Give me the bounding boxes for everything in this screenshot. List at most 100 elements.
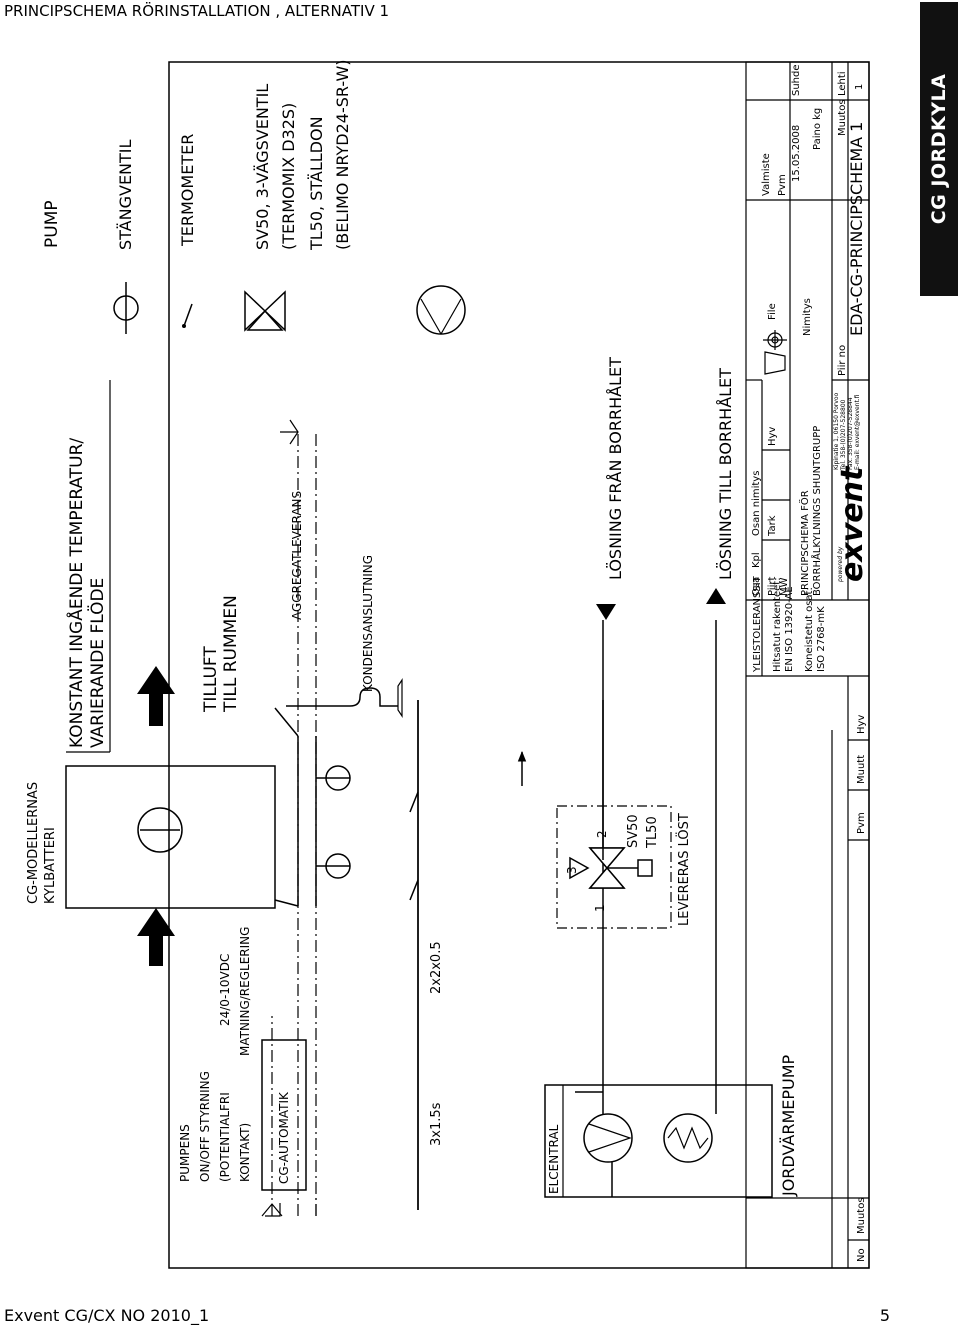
- heatpump-pump-icon: [583, 1113, 633, 1163]
- tb-paino-label: Paino kg: [812, 108, 823, 150]
- loose-delivery-label: LEVERERAS LÖST: [675, 813, 692, 926]
- page-number: 5: [879, 1306, 890, 1325]
- pump-control-label-1: PUMPENS: [178, 1124, 192, 1182]
- constant-temp-label-1: KONSTANT INGÅENDE TEMPERATUR/: [65, 438, 87, 748]
- title-block-grid: [745, 61, 870, 1269]
- tb-sheet-number: 1: [854, 84, 865, 90]
- tb-valmiste-label: Valmiste: [761, 153, 772, 196]
- valve-body-bottom: [588, 847, 626, 870]
- footer-document-id: Exvent CG/CX NO 2010_1: [4, 1306, 210, 1325]
- valve-body-top: [588, 866, 626, 889]
- actuator-tag-label: TL50: [645, 816, 660, 849]
- aggregate-label: AGGREGATLEVERANS: [290, 491, 304, 620]
- airflow-arrow-right: [137, 666, 175, 726]
- tb-name-1: PRINCIPSCHEMA FÖR: [798, 490, 811, 596]
- airflow-arrow-left: [137, 908, 175, 966]
- company-logo: exvent: [835, 465, 870, 582]
- condensate-trap: [286, 687, 398, 707]
- loose-delivery-box: [556, 805, 672, 929]
- projection-symbol-icon: [763, 330, 787, 375]
- actuator-box: [637, 859, 653, 877]
- tb-pvm-label: Pvm: [856, 812, 867, 834]
- tb-osan-nimitys-label: Osan nimitys: [751, 471, 762, 536]
- legend-valve-label-1: SV50, 3-VÄGSVENTIL: [253, 84, 272, 250]
- tb-muutt-label: Muutt: [856, 755, 867, 784]
- valve-tag-label: SV50: [626, 814, 641, 848]
- pump-control-label-2: ON/OFF STYRNING: [198, 1071, 212, 1182]
- coil-fan-icon: [137, 807, 183, 853]
- pump-legend-icon: [416, 285, 466, 335]
- tb-addr-4: E-mail: exvent@exvent.fi: [854, 394, 861, 470]
- tb-muutos2-label: Muutos: [837, 99, 848, 136]
- tb-lehti-label: Lehti: [837, 71, 848, 96]
- thermometer-icon-1: [409, 879, 419, 901]
- legend-valve-label-2: (TERMOMIX D32S): [279, 103, 298, 250]
- cg-automation-label: CG-AUTOMATIK: [277, 1091, 291, 1184]
- tb-tol-std-1: Hitsatut rakenteet:: [772, 577, 783, 672]
- tb-tolerance-label: YLEISTOLERANSSIT: [752, 575, 763, 673]
- tb-addr-3: Fax. 358-(0)207-528844: [847, 397, 854, 470]
- cg-automation-box: [261, 1039, 307, 1191]
- brand-box: [920, 2, 958, 296]
- supply-air-label-1: TILLUFT: [201, 646, 221, 713]
- tb-osa-label: Osa: [751, 577, 762, 596]
- thermometer-icon-2: [409, 791, 419, 813]
- heatpump-box: [544, 1084, 773, 1198]
- tb-hyv2-label: Hyv: [767, 427, 778, 446]
- port-2-label: 2: [595, 830, 609, 838]
- to-borehole-label: LÖSNING TILL BORRHÅLET: [716, 368, 735, 580]
- legend-thermometer-label: TERMOMETER: [178, 134, 197, 247]
- voltage-label-1: 24/0-10VDC: [218, 954, 232, 1026]
- tb-date-value: 15.05.2008: [791, 125, 802, 182]
- tb-tark-label: Tark: [767, 515, 778, 537]
- tb-piirt-label: Piirt: [767, 577, 778, 596]
- pump-control-label-4: KONTAKT): [238, 1123, 252, 1182]
- condensate-label: KONDENSANSLUTNING: [361, 555, 375, 692]
- port-1-label: 1: [593, 904, 607, 912]
- heat-exchanger-icon: [663, 1113, 713, 1163]
- to-borehole-arrow: [706, 588, 726, 604]
- legend-pump-label: PUMP: [42, 200, 62, 248]
- tb-addr-1: Kipinatie 1, 06150 Porvoo: [833, 392, 840, 470]
- tb-file-label: File: [767, 303, 778, 320]
- legend-actuator-label-1: TL50, STÄLLDON: [307, 116, 326, 251]
- tb-piir-no-label: Piir no: [837, 345, 848, 376]
- tb-powered-by: powered by: [837, 546, 844, 583]
- tb-tol-std-4: ISO 2768-mK: [816, 606, 827, 672]
- tb-nimitys-label: Nimitys: [802, 298, 813, 336]
- tb-name-2: BORRHÅLKYLNINGS SHUNTGRUPP: [810, 426, 823, 596]
- cable-label-1: 3x1.5s: [429, 1102, 444, 1146]
- elcentral-label: ELCENTRAL: [547, 1124, 561, 1194]
- cooling-coil-box: [65, 765, 276, 909]
- legend-shutoff-label: STÄNGVENTIL: [116, 139, 135, 250]
- constant-temp-label-2: VARIERANDE FLÖDE: [86, 578, 108, 748]
- control-arrow-left: [261, 1203, 283, 1217]
- three-way-valve-legend-icon: [244, 290, 286, 332]
- legend-actuator-label-2: (BELIMO NRYD24-SR-W): [333, 59, 352, 250]
- tb-kpl-label: Kpl: [751, 552, 762, 568]
- tb-muutos-label: Muutos: [856, 1197, 867, 1234]
- tb-hyv-label: Hyv: [856, 715, 867, 734]
- heatpump-label: JORDVÄRMEPUMP: [779, 1054, 798, 1197]
- drawing-frame: [168, 61, 870, 1269]
- voltage-label-2: MATNING/REGLERING: [238, 927, 252, 1056]
- tb-suhde-label: Suhde: [791, 64, 802, 96]
- coil-label-2: KYLBATTERI: [43, 827, 58, 904]
- valve-body-side: [569, 856, 590, 880]
- tb-pvm2-label: Pvm: [777, 174, 788, 196]
- page-title: PRINCIPSCHEMA RÖRINSTALLATION , ALTERNAT…: [4, 2, 390, 20]
- tb-addr-2: Tel. 358-(0)207-528800: [840, 399, 847, 471]
- pump-control-label-3: (POTENTIALFRI: [218, 1092, 232, 1182]
- port-3-label: 3: [565, 866, 579, 874]
- thermometer-legend-icon: [183, 303, 193, 327]
- tb-piirt-value: MW: [779, 577, 790, 596]
- tb-no-label: No: [856, 1248, 867, 1262]
- from-borehole-arrow: [596, 604, 616, 620]
- supply-air-label-2: TILL RUMMEN: [221, 595, 241, 713]
- from-borehole-label: LÖSNING FRÅN BORRHÅLET: [606, 357, 625, 580]
- cable-label-2: 2x2x0.5: [429, 941, 444, 994]
- tb-tol-std-2: EN ISO 13920-AE: [784, 586, 795, 672]
- coil-label-1: CG-MODELLERNAS: [26, 782, 41, 904]
- tb-tol-std-3: Koneistetut osat:: [804, 587, 815, 672]
